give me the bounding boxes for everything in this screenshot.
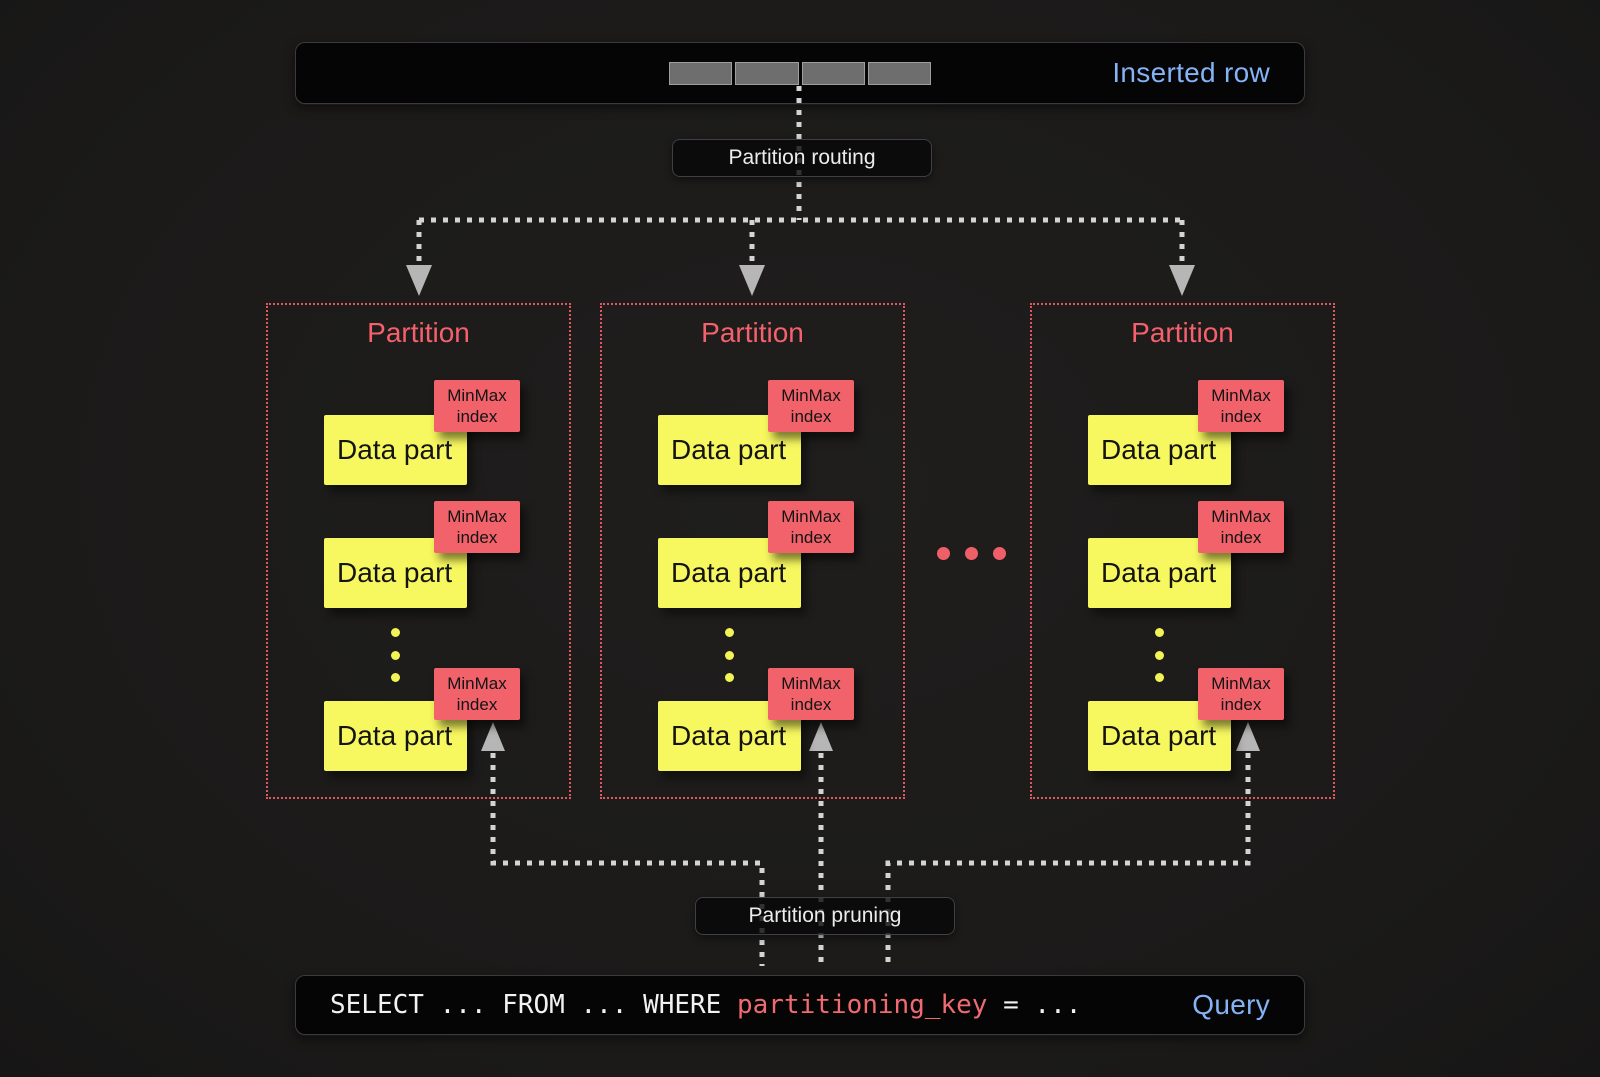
- row-cell: [669, 62, 733, 85]
- more-parts-ellipsis: [725, 628, 734, 682]
- ellipsis-dot: [725, 628, 734, 637]
- more-parts-ellipsis: [1155, 628, 1164, 682]
- sql-partitioning-key: partitioning_key: [737, 990, 988, 1020]
- sql-suffix: = ...: [987, 990, 1082, 1020]
- ellipsis-dot: [1155, 650, 1164, 660]
- sql-prefix: SELECT ... FROM ... WHERE: [330, 990, 737, 1020]
- partition-title: Partition: [367, 317, 470, 348]
- row-cell: [867, 62, 931, 85]
- more-parts-ellipsis: [391, 628, 400, 682]
- minmax-index-tag: MinMax index: [768, 668, 854, 720]
- inserted-row-label: Inserted row: [1112, 57, 1270, 88]
- row-cell: [735, 62, 799, 85]
- data-part-box: Data part: [324, 701, 467, 771]
- ellipsis-dot: [937, 547, 950, 560]
- minmax-index-tag: MinMax index: [1198, 501, 1284, 553]
- minmax-index-tag: MinMax index: [434, 668, 520, 720]
- partition-title: Partition: [701, 317, 804, 348]
- minmax-index-tag: MinMax index: [1198, 668, 1284, 720]
- minmax-index-tag: MinMax index: [768, 501, 854, 553]
- data-part-box: Data part: [658, 701, 801, 771]
- minmax-index-tag: MinMax index: [434, 380, 520, 432]
- partition-routing-label: Partition routing: [672, 139, 932, 177]
- partition-box-2: Partition Data part MinMax index Data pa…: [600, 303, 905, 799]
- minmax-index-tag: MinMax index: [434, 501, 520, 553]
- partition-box-3: Partition Data part MinMax index Data pa…: [1030, 303, 1335, 799]
- ellipsis-dot: [1155, 628, 1164, 637]
- query-sql-text: SELECT ... FROM ... WHERE partitioning_k…: [330, 976, 1081, 1034]
- minmax-index-tag: MinMax index: [768, 380, 854, 432]
- partition-title: Partition: [1131, 317, 1234, 348]
- up-arrowhead-3: [1236, 722, 1260, 751]
- down-arrowhead-3: [1169, 265, 1195, 296]
- inserted-row-cells: [669, 62, 931, 85]
- inserted-row-bar: Inserted row: [295, 42, 1305, 104]
- minmax-index-tag: MinMax index: [1198, 380, 1284, 432]
- ellipsis-dot: [725, 673, 734, 682]
- row-cell: [801, 62, 865, 85]
- partition-box-1: Partition Data part MinMax index Data pa…: [266, 303, 571, 799]
- ellipsis-dot: [391, 673, 400, 682]
- ellipsis-dot: [391, 628, 400, 637]
- ellipsis-dot: [391, 650, 400, 660]
- down-arrowhead-1: [406, 265, 432, 296]
- ellipsis-dot: [1155, 673, 1164, 682]
- pruning-line-left: [490, 753, 765, 966]
- pruning-line-right: [885, 753, 1251, 966]
- ellipsis-dot: [725, 650, 734, 660]
- ellipsis-dot: [965, 547, 978, 560]
- query-label: Query: [1192, 989, 1270, 1020]
- up-arrowhead-2: [809, 722, 833, 751]
- down-arrowhead-2: [739, 265, 765, 296]
- query-bar: SELECT ... FROM ... WHERE partitioning_k…: [295, 975, 1305, 1035]
- ellipsis-dot: [993, 547, 1006, 560]
- more-partitions-ellipsis: [937, 547, 1006, 561]
- partition-pruning-label: Partition pruning: [695, 897, 955, 935]
- data-part-box: Data part: [1088, 538, 1231, 608]
- up-arrowhead-1: [481, 722, 505, 751]
